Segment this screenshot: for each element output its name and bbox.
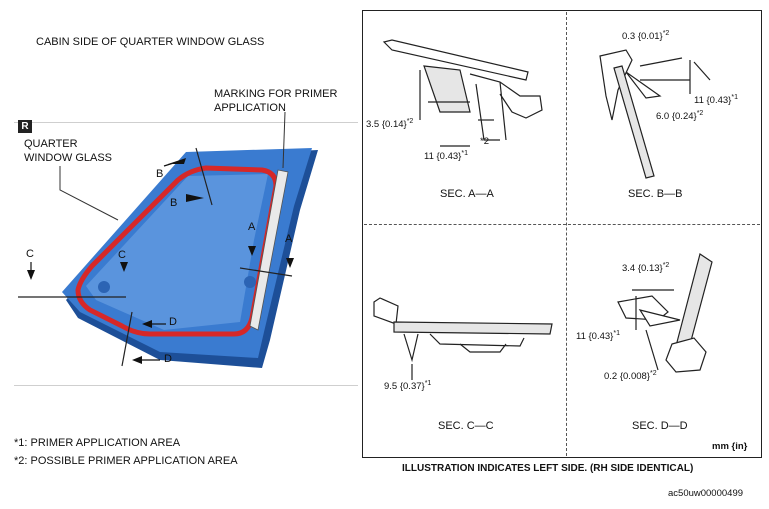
section-divider-horizontal	[364, 224, 760, 225]
primer-marking-strip	[249, 169, 289, 331]
callout-b-outer: B	[156, 168, 164, 180]
figure-id: ac50uw00000499	[668, 488, 744, 499]
callout-d-inner: D	[169, 316, 177, 328]
glass-label-line1: QUARTER	[24, 138, 78, 150]
arrow-d-outer	[132, 356, 142, 364]
callout-a-inner: A	[248, 221, 256, 233]
bb-dim-possible: 6.0 {0.24}*2	[656, 110, 704, 123]
marking-leader-line	[282, 111, 286, 169]
arrow-b-inner	[186, 194, 204, 202]
section-bb-drawing	[599, 49, 711, 179]
cc-dim-width: 9.5 {0.37}*1	[384, 380, 432, 393]
aa-dim-gap: 3.5 {0.14}*2	[366, 118, 414, 131]
glass-face	[86, 174, 268, 330]
mounting-dot	[244, 276, 256, 288]
section-bb-title: SEC. B—B	[628, 188, 683, 200]
divider-top	[14, 122, 358, 123]
divider-bottom	[14, 385, 358, 386]
marking-label-line1: MARKING FOR PRIMER	[214, 88, 338, 100]
section-line-b	[195, 147, 213, 206]
diagram-title: CABIN SIDE OF QUARTER WINDOW GLASS	[36, 36, 265, 48]
callout-c-inner: C	[118, 249, 126, 261]
bb-dim-edge: 0.3 {0.01}*2	[622, 30, 670, 43]
section-dd-title: SEC. D—D	[632, 420, 688, 432]
dd-dim-possible: 3.4 {0.13}*2	[622, 262, 670, 275]
section-cc-drawing	[373, 297, 553, 380]
marking-label-line2: APPLICATION	[214, 102, 286, 114]
section-line-d	[121, 311, 133, 367]
callout-c-outer: C	[26, 248, 34, 260]
dd-dim-width: 11 {0.43}*1	[576, 330, 620, 343]
section-aa-drawing	[382, 39, 543, 147]
aa-dim-width: 11 {0.43}*1	[424, 150, 468, 163]
arrow-d-inner	[142, 320, 152, 328]
mounting-dot	[98, 281, 110, 293]
note-primer-area: *1: PRIMER APPLICATION AREA	[14, 437, 181, 449]
footer-note: ILLUSTRATION INDICATES LEFT SIDE. (RH SI…	[402, 463, 694, 474]
arrow-c-outer	[27, 270, 35, 280]
aa-dim-possible: *2	[480, 136, 489, 147]
dd-dim-edge: 0.2 {0.008}*2	[604, 370, 657, 383]
arrow-c-inner	[120, 262, 128, 272]
arrow-b-outer	[168, 158, 186, 164]
rh-badge: R	[18, 120, 32, 133]
section-line-a	[239, 267, 293, 277]
arrow-a-inner	[248, 246, 256, 256]
callout-b-inner: B	[170, 197, 178, 209]
callout-d-outer: D	[164, 353, 172, 365]
section-aa-title: SEC. A—A	[440, 188, 494, 200]
glass-label-line2: WINDOW GLASS	[24, 152, 113, 164]
section-dd-drawing	[617, 253, 713, 373]
callout-a-outer: A	[285, 233, 293, 245]
section-divider-vertical	[566, 12, 567, 456]
units-label: mm {in}	[712, 441, 748, 452]
glass-leader-line	[59, 166, 119, 221]
note-possible-primer-area: *2: POSSIBLE PRIMER APPLICATION AREA	[14, 455, 238, 467]
section-views-frame	[362, 10, 762, 458]
section-cc-title: SEC. C—C	[438, 420, 494, 432]
arrow-a-outer	[286, 258, 294, 268]
bb-dim-width: 11 {0.43}*1	[694, 94, 738, 107]
